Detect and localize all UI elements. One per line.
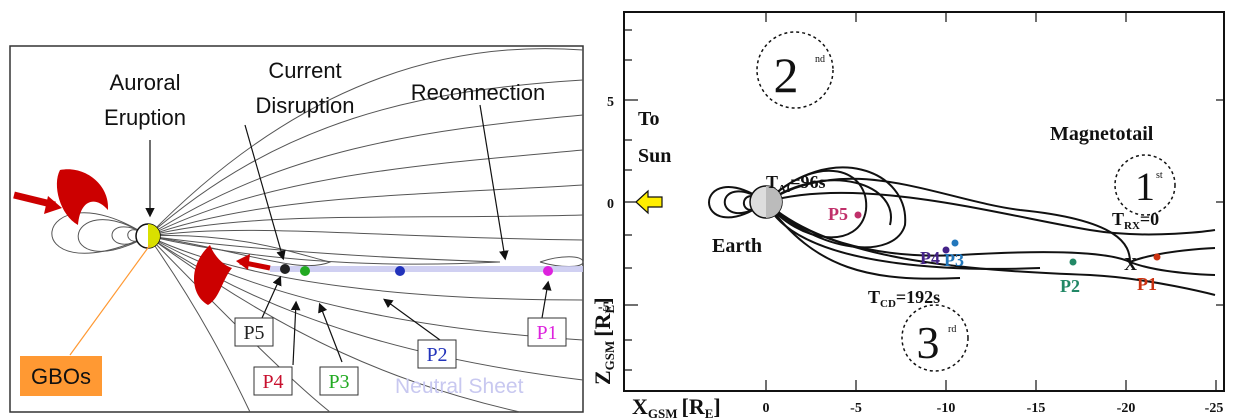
probe-p1-text: P1 [1137,274,1157,294]
x-axis-title: XGSM[RE] [632,394,721,420]
dayside-field-lines [51,212,149,254]
sequence-circle-3rd [901,304,969,372]
t-cd-label: TCD=192s [868,287,940,310]
probe-p4-text: P4 [920,248,940,268]
y-tick-5: 5 [607,95,614,110]
current-label-line1: Current [268,58,341,83]
earth-label: Earth [712,235,762,257]
magnetotail-label: Magnetotail [1050,123,1154,145]
probe-p2-ball [395,266,405,276]
probe-p5-ball [280,264,290,274]
probe-p4-dot [942,246,950,254]
x-tick-neg5: -5 [850,401,862,416]
y-axis-title: ZGSM[RE] [590,297,617,385]
earth-aurora [148,224,160,248]
sun-direction-arrow [635,189,663,215]
disruption-pointer [244,124,286,261]
sequence-2nd-num: 2 [774,47,799,103]
x-reconnection-mark: X [1124,254,1137,274]
y-tick-0: 0 [607,197,614,212]
probe-p4-label: P4 [262,371,283,393]
x-tick-neg15: -15 [1027,401,1046,416]
left-panel-frame [9,45,584,413]
to-sun-line2: Sun [638,145,671,167]
nightside-lobe [194,245,232,305]
y-tick-neg5: -5 [598,300,610,315]
reconnection-label: Reconnection [411,80,546,105]
gbos-label: GBOs [31,364,91,389]
to-sun-line1: To [638,108,660,130]
x-tick-0: 0 [763,401,770,416]
left-panel: P5 P4 P3 P2 P1 Auroral Eruption Current … [9,45,584,413]
probe-p1-dot [1153,253,1161,261]
t-rx-label: TRX=0 [1112,209,1159,232]
sequence-circle-2nd [756,31,834,109]
frame-ticks [624,12,1224,391]
probe-p3-label: P3 [328,371,349,393]
probe-p2-dot [1069,258,1077,266]
probe-p3-text: P3 [944,250,964,270]
rx-field-lines [708,166,1216,296]
t-ai-label: TAI=96s [766,172,826,195]
sequence-3rd-sup: rd [948,324,956,335]
sequence-3rd-num: 3 [917,317,940,368]
gbos-pointer [69,244,151,356]
sequence-1st-num: 1 [1135,164,1155,209]
x-tick-neg10: -10 [937,401,956,416]
sequence-circle-1st [1114,154,1176,216]
x-tick-neg20: -20 [1117,401,1136,416]
probe-p5-label: P5 [243,322,264,344]
sequence-1st-sup: st [1156,170,1163,181]
probe-p2-text: P2 [1060,276,1080,296]
dayside-lobe [56,169,109,225]
auroral-label-line1: Auroral [110,70,181,95]
probe-p3-dot [951,239,959,247]
gbos-box [20,356,102,396]
right-panel: 2 nd 1 st 3 rd P5 P4 P3 P2 P1 X TAI=96s … [590,11,1225,420]
probe-p5-text: P5 [828,204,848,224]
probe-p2-label: P2 [426,344,447,366]
reconnection-pointer [479,104,509,261]
probe-p5-dot [854,211,862,219]
neutral-sheet-band [270,266,583,272]
probe-p3-ball [300,266,310,276]
current-label-line2: Disruption [255,93,354,118]
sequence-2nd-sup: nd [815,54,825,65]
neutral-sheet-label: Neutral Sheet [395,375,524,398]
auroral-label-line2: Eruption [104,105,186,130]
probe-p1-ball [543,266,553,276]
x-tick-neg25: -25 [1205,401,1224,416]
probe-p1-label: P1 [536,322,557,344]
